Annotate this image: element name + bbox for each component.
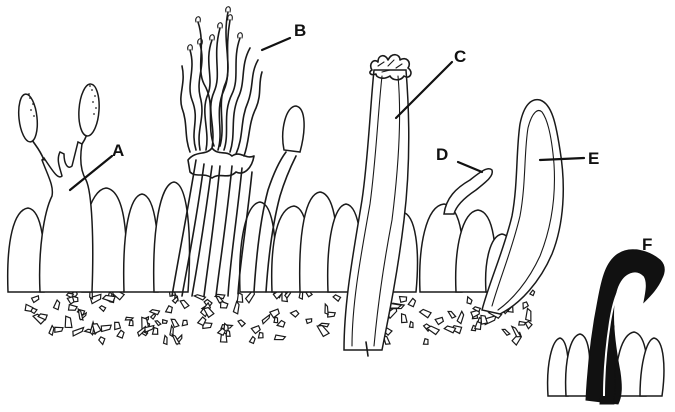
- debris-chip: [447, 310, 457, 319]
- structure-c: [344, 55, 411, 356]
- debris-chip: [261, 314, 271, 325]
- debris-chip: [332, 294, 341, 301]
- debris-chip: [408, 298, 416, 307]
- debris-chip: [324, 304, 329, 315]
- structure-d: [444, 169, 492, 214]
- debris-chip: [277, 320, 285, 327]
- debris-chip: [518, 320, 526, 325]
- debris-chip: [162, 319, 168, 324]
- debris-chip: [530, 290, 535, 296]
- debris-chip: [233, 301, 239, 314]
- debris-chip: [269, 306, 281, 318]
- debris-chip: [53, 325, 64, 333]
- debris-chip: [305, 317, 313, 324]
- debris-chip: [49, 325, 54, 335]
- debris-chip: [409, 321, 414, 328]
- debris-chip: [399, 313, 408, 324]
- debris-chip: [125, 316, 133, 320]
- debris-chip: [398, 294, 408, 303]
- leader-lines: [70, 38, 584, 190]
- debris-chip: [237, 319, 246, 327]
- debris-chip: [169, 318, 180, 329]
- label-d: D: [436, 145, 448, 164]
- inset-f: [548, 250, 665, 404]
- structure-e: [482, 100, 563, 314]
- debris-chip: [99, 305, 106, 311]
- debris-chip: [434, 315, 444, 325]
- debris-chip: [154, 320, 161, 326]
- debris-chip: [163, 335, 168, 344]
- debris-chip: [103, 295, 116, 302]
- debris-chip: [180, 319, 188, 326]
- substrate-debris: [25, 286, 535, 345]
- debris-chip: [98, 337, 105, 345]
- debris-chip: [71, 325, 85, 336]
- debris-chip: [53, 300, 60, 310]
- debris-chip: [422, 338, 428, 345]
- label-a: A: [112, 141, 124, 160]
- debris-chip: [501, 328, 510, 336]
- debris-chip: [178, 299, 189, 310]
- debris-chip: [467, 297, 472, 304]
- debris-chip: [117, 330, 124, 338]
- debris-chip: [128, 319, 134, 326]
- debris-chip: [25, 304, 33, 312]
- debris-chip: [257, 332, 264, 339]
- debris-chip: [31, 294, 41, 303]
- debris-chip: [457, 311, 465, 324]
- debris-chip: [249, 336, 255, 343]
- debris-chip: [112, 321, 122, 331]
- debris-chip: [100, 322, 113, 332]
- debris-chip: [525, 308, 532, 321]
- label-c: C: [454, 47, 466, 66]
- debris-chip: [274, 334, 286, 340]
- label-b: B: [294, 21, 306, 40]
- label-e: E: [588, 149, 599, 168]
- debris-chip: [419, 309, 432, 319]
- debris-chip: [68, 304, 78, 311]
- debris-chip: [474, 321, 482, 330]
- debris-chip: [166, 306, 173, 313]
- debris-chip: [290, 309, 300, 318]
- epidermal-cell: [154, 182, 190, 292]
